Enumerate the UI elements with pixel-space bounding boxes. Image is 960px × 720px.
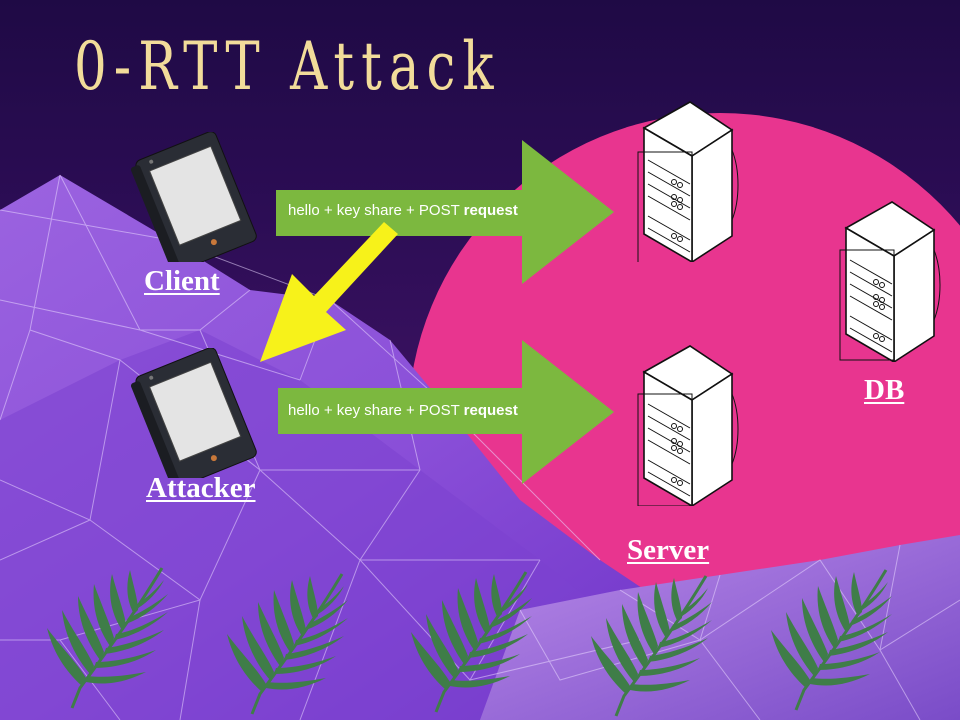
fern-1 [45,566,170,710]
server-rack-icon-2 [637,345,739,506]
fern-4 [589,574,714,718]
client-label: Client [144,265,220,297]
right-hills [480,535,960,720]
message-label-2: hello + key share + POST request [288,402,518,419]
message-bold-1: request [463,202,518,219]
message-arrow-client-to-server [276,140,614,284]
message-text-1: hello + key share + POST [288,202,464,219]
db-label: DB [864,374,905,406]
message-bold-2: request [463,402,518,419]
message-text-2: hello + key share + POST [288,402,464,419]
db-rack-icon [839,201,941,362]
client-device-icon [130,132,257,262]
message-arrow-attacker-to-server [278,340,614,484]
fern-3 [409,570,534,714]
interception-arrow-icon [260,222,398,362]
attacker-label: Attacker [146,472,256,504]
message-label-1: hello + key share + POST request [288,202,518,219]
fern-2 [225,572,350,716]
server-rack-icon-1 [637,101,739,262]
attacker-device-icon [130,348,257,478]
slide-title: 0-RTT Attack [74,28,501,105]
server-label: Server [627,534,710,566]
fern-5 [769,568,894,712]
